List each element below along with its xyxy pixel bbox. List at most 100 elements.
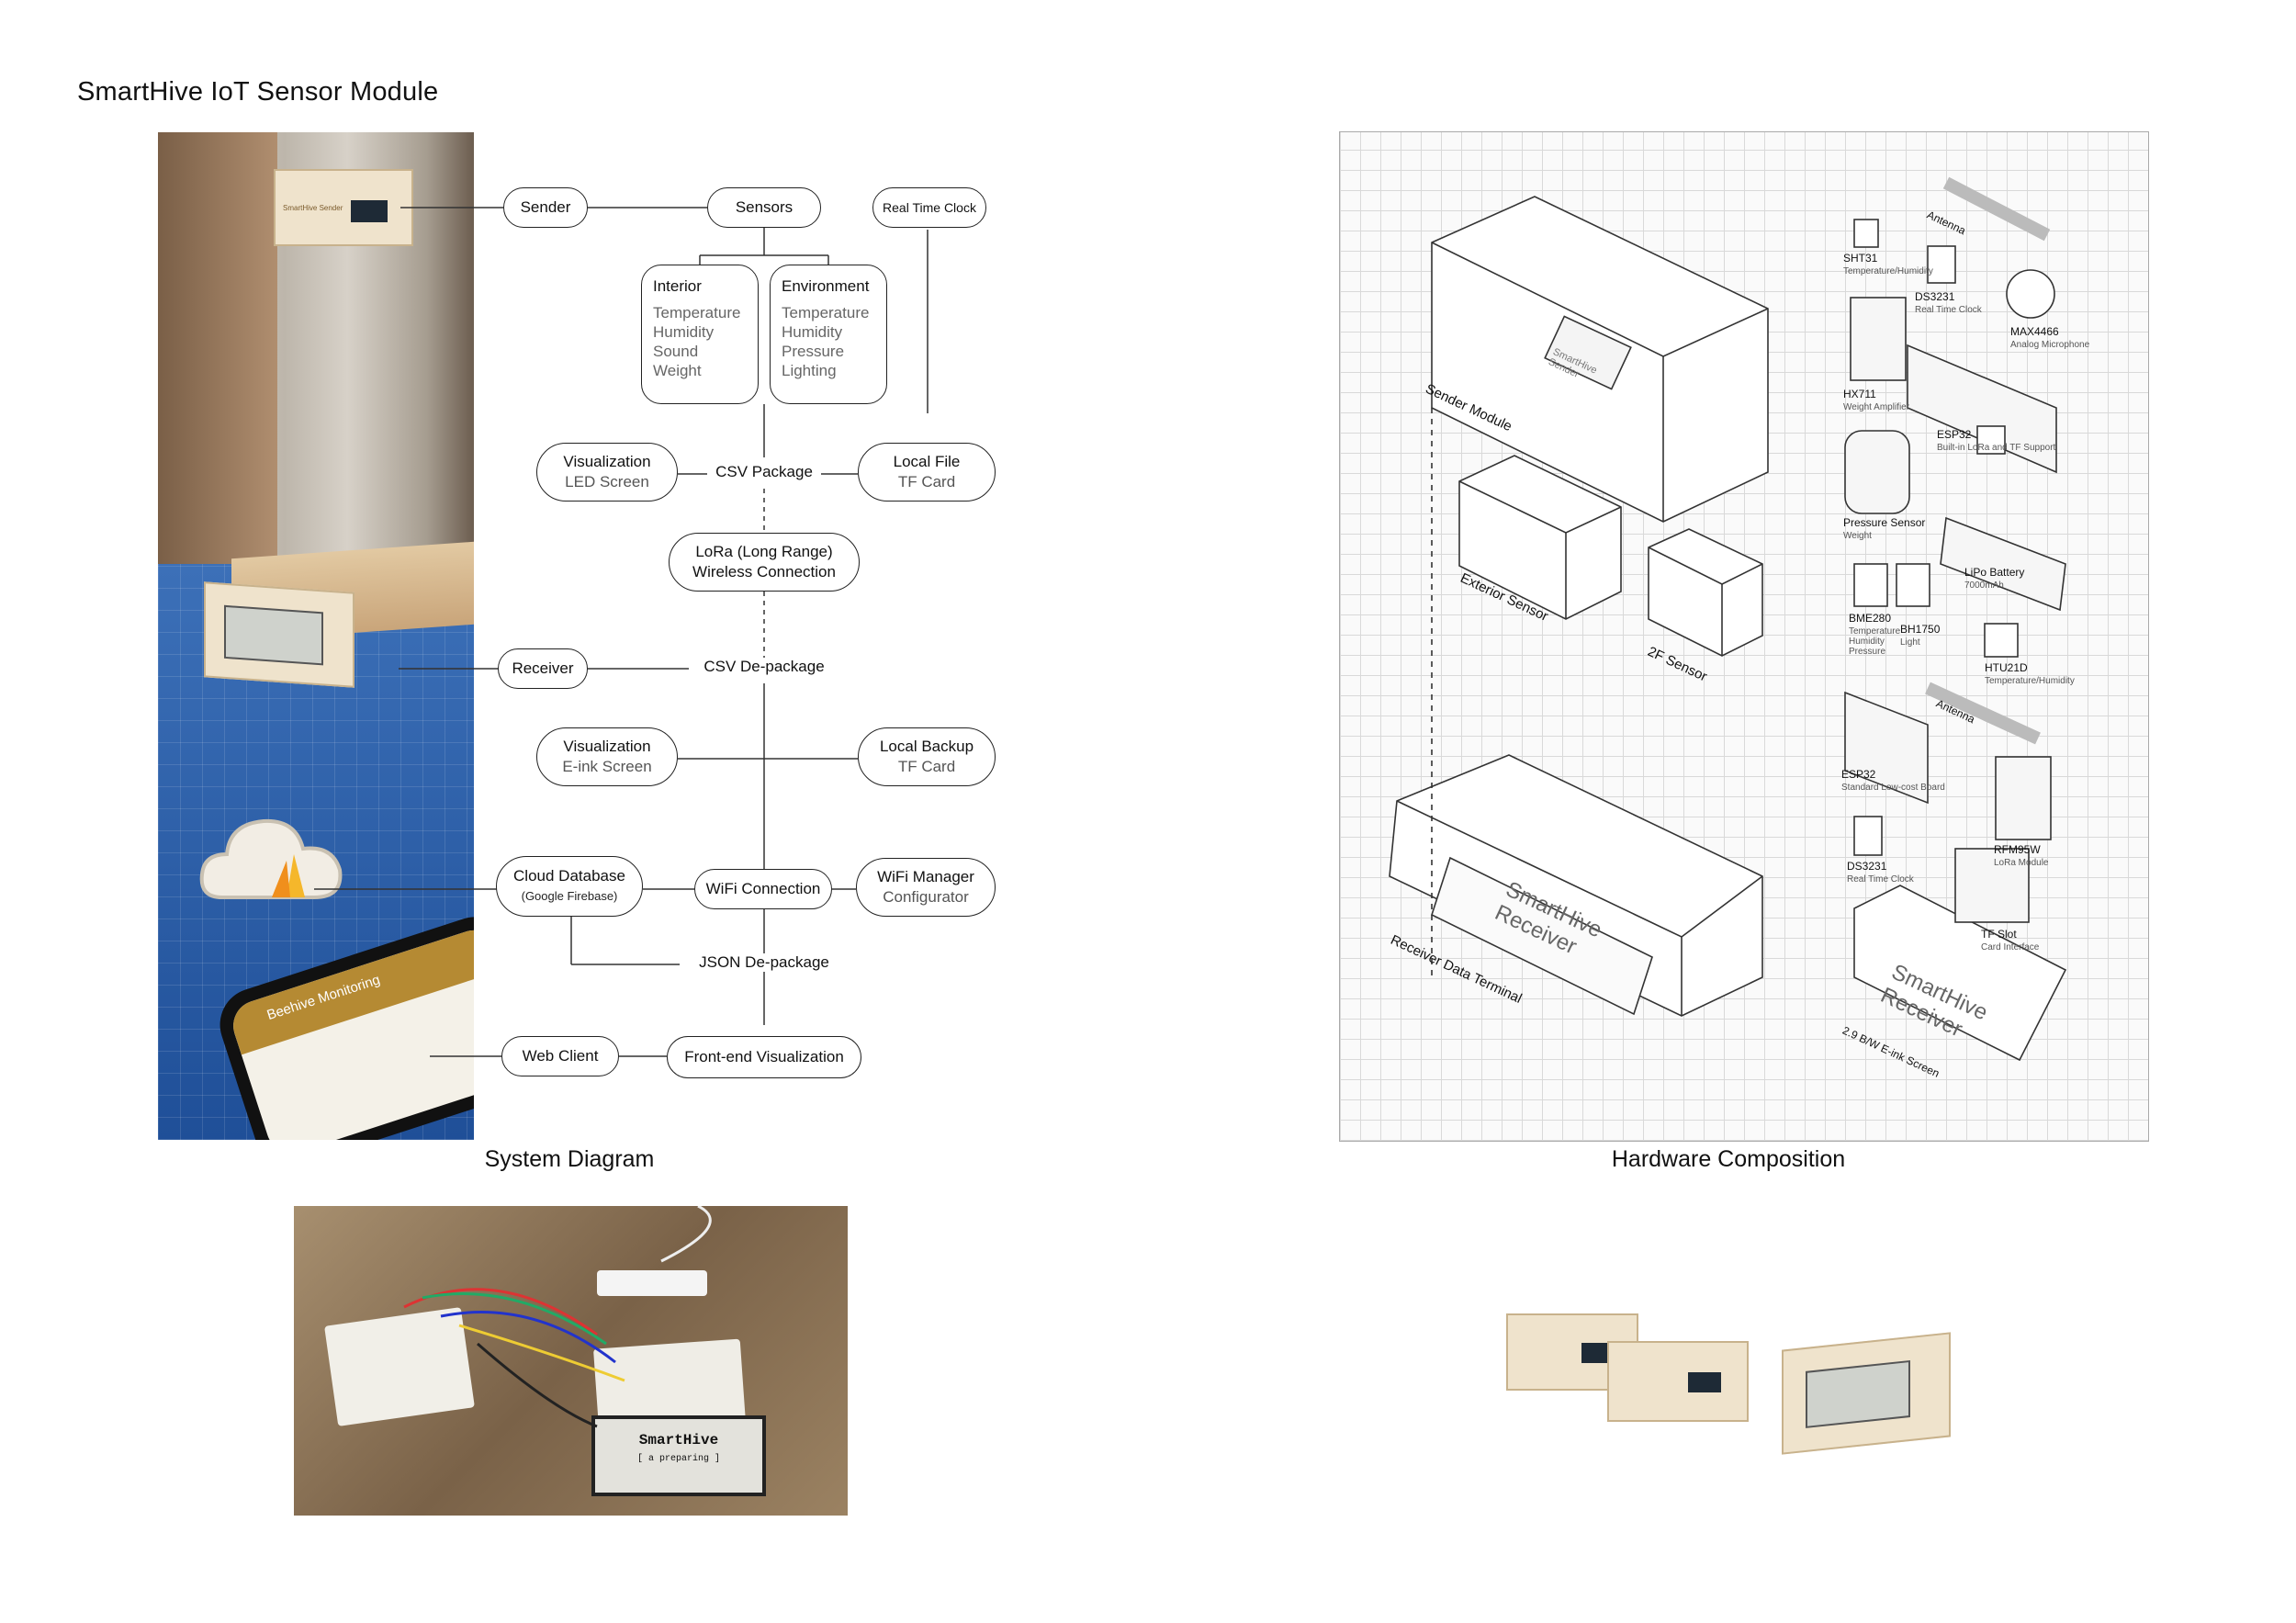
- part-bh1750-desc: Light: [1900, 637, 1920, 648]
- card-environment: Environment Temperature Humidity Pressur…: [770, 265, 887, 404]
- card-interior-item: Sound: [653, 343, 699, 360]
- oled-screen: [351, 200, 388, 222]
- node-viz-led-title: Visualization: [563, 453, 651, 470]
- card-environment-item: Temperature: [782, 304, 870, 321]
- node-lora: LoRa (Long Range) Wireless Connection: [669, 533, 860, 592]
- part-pressure-sensor: Pressure Sensor: [1843, 516, 1926, 529]
- node-wifi-manager-sub: Configurator: [883, 888, 969, 906]
- node-rtc: Real Time Clock: [872, 187, 986, 228]
- node-viz-eink: Visualization E-ink Screen: [536, 727, 678, 786]
- node-local-backup: Local Backup TF Card: [858, 727, 996, 786]
- node-sensors-label: Sensors: [735, 198, 793, 216]
- node-lora-line2: Wireless Connection: [692, 563, 836, 580]
- part-ds3231-1: DS3231: [1915, 290, 1955, 303]
- part-esp32-2: ESP32: [1841, 768, 1876, 781]
- node-sender-label: Sender: [520, 198, 571, 216]
- part-max4466: MAX4466: [2010, 325, 2059, 338]
- node-frontend-label: Front-end Visualization: [684, 1048, 844, 1065]
- page-title: SmartHive IoT Sensor Module: [77, 77, 439, 107]
- eink-brand-text: SmartHive: [638, 1432, 719, 1448]
- node-cloud-db-sub: (Google Firebase): [521, 889, 618, 903]
- node-viz-eink-title: Visualization: [563, 738, 651, 755]
- card-interior-item: Humidity: [653, 323, 715, 341]
- card-environment-item: Pressure: [782, 343, 845, 360]
- part-lipo-battery-desc: 7000mAh: [1964, 580, 2004, 591]
- caption-hardware: Hardware Composition: [1611, 1146, 1846, 1172]
- card-interior-item: Temperature: [653, 304, 741, 321]
- part-sht31-desc: Temperature/Humidity: [1843, 266, 1933, 276]
- product-receiver: [1782, 1332, 1951, 1455]
- prototype-photo: SmartHive [ a preparing ]: [294, 1206, 848, 1516]
- product-photo: [1460, 1240, 2011, 1516]
- product-eink: [1806, 1359, 1910, 1428]
- part-max4466-desc: Analog Microphone: [2010, 340, 2090, 350]
- node-receiver: Receiver: [498, 648, 588, 689]
- node-lora-line1: LoRa (Long Range): [695, 543, 833, 560]
- node-viz-led-sub: LED Screen: [565, 473, 649, 490]
- node-wifi-connection-label: WiFi Connection: [705, 880, 821, 897]
- node-frontend: Front-end Visualization: [667, 1036, 861, 1078]
- sender-box-label: SmartHive Sender: [283, 204, 343, 212]
- label-csv-package: CSV Package: [707, 463, 821, 481]
- card-environment-item: Lighting: [782, 362, 837, 379]
- product-sender-2: [1607, 1341, 1749, 1422]
- label-csv-depackage: CSV De-package: [689, 658, 839, 676]
- part-htu21d-desc: Temperature/Humidity: [1985, 676, 2075, 686]
- part-bh1750: BH1750: [1900, 623, 1941, 636]
- part-ds3231-2-desc: Real Time Clock: [1847, 874, 1914, 885]
- exploded-view: [1389, 176, 2067, 1062]
- part-esp32-1: ESP32: [1937, 428, 1972, 441]
- product-oled-2: [1688, 1372, 1721, 1392]
- part-lipo-battery: LiPo Battery: [1964, 566, 2025, 579]
- part-esp32-2-desc: Standard Low-cost Board: [1841, 783, 1945, 793]
- node-cloud-db: Cloud Database (Google Firebase): [496, 856, 643, 917]
- eink-prototype-screen: SmartHive [ a preparing ]: [591, 1415, 766, 1496]
- node-wifi-manager: WiFi Manager Configurator: [856, 858, 996, 917]
- part-bme280: BME280: [1849, 612, 1892, 625]
- part-tf-slot-desc: Card Interface: [1981, 942, 2040, 952]
- cloud-icon: [199, 818, 343, 899]
- usb-hub: [597, 1270, 707, 1296]
- part-bme280-desc: Temperature Humidity Pressure: [1849, 626, 1901, 657]
- installation-photo: SmartHive Sender Beehive Monitoring: [158, 132, 474, 1140]
- part-rfm95w: RFM95W: [1994, 843, 2041, 856]
- part-hx711-desc: Weight Amplifier: [1843, 402, 1910, 412]
- part-tf-slot: TF Slot: [1981, 928, 2017, 941]
- card-interior-item: Weight: [653, 362, 702, 379]
- node-cloud-db-title: Cloud Database: [513, 867, 625, 885]
- card-environment-title: Environment: [782, 277, 870, 295]
- node-receiver-label: Receiver: [512, 659, 574, 677]
- node-viz-eink-sub: E-ink Screen: [562, 758, 652, 775]
- sender-box: SmartHive Sender: [274, 169, 413, 246]
- label-json-depackage: JSON De-package: [680, 953, 849, 972]
- product-oled-1: [1581, 1343, 1613, 1363]
- hardware-drawing: Sender Module Exterior Sensor 2F Sensor …: [1339, 131, 2149, 1142]
- node-local-file-sub: TF Card: [897, 473, 956, 490]
- node-web-client: Web Client: [501, 1036, 619, 1076]
- node-local-backup-sub: TF Card: [897, 758, 956, 775]
- part-esp32-1-desc: Built-in LoRa and TF Support: [1937, 443, 2056, 453]
- node-wifi-connection: WiFi Connection: [694, 869, 832, 909]
- node-sender: Sender: [503, 187, 588, 228]
- part-sht31: SHT31: [1843, 252, 1878, 265]
- node-sensors: Sensors: [707, 187, 821, 228]
- node-viz-led: Visualization LED Screen: [536, 443, 678, 502]
- eink-status-text: [ a preparing ]: [636, 1454, 720, 1464]
- part-htu21d: HTU21D: [1985, 661, 2028, 674]
- node-web-client-label: Web Client: [522, 1047, 599, 1065]
- card-interior-title: Interior: [653, 277, 702, 295]
- part-rfm95w-desc: LoRa Module: [1994, 858, 2049, 868]
- node-wifi-manager-title: WiFi Manager: [877, 868, 974, 885]
- node-local-file: Local File TF Card: [858, 443, 996, 502]
- card-environment-item: Humidity: [782, 323, 843, 341]
- caption-system-diagram: System Diagram: [484, 1146, 655, 1172]
- jumper-wires: [403, 1206, 712, 1428]
- card-interior: Interior Temperature Humidity Sound Weig…: [641, 265, 759, 404]
- part-hx711: HX711: [1843, 388, 1876, 400]
- node-local-file-title: Local File: [893, 453, 961, 470]
- part-ds3231-2: DS3231: [1847, 860, 1887, 873]
- part-pressure-sensor-desc: Weight: [1843, 531, 1872, 541]
- part-ds3231-1-desc: Real Time Clock: [1915, 305, 1982, 315]
- node-rtc-label: Real Time Clock: [883, 200, 976, 215]
- hive-wall: [158, 132, 474, 564]
